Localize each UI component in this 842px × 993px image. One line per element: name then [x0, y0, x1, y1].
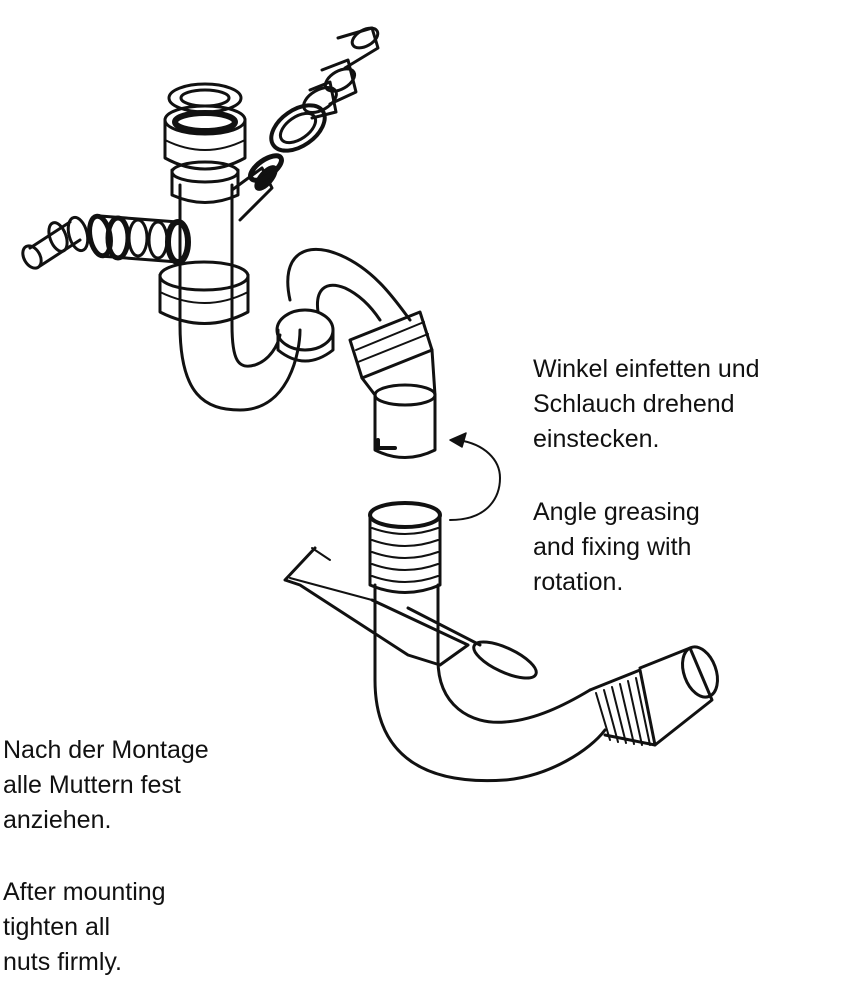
top-nut [163, 118, 247, 171]
small-washer [248, 153, 284, 183]
caption-line: and fixing with [533, 533, 692, 561]
union-nut [269, 103, 327, 153]
caption-line: Angle greasing [533, 498, 700, 526]
upper-trap-u-bend [178, 323, 302, 412]
left-hose-connector [21, 213, 191, 270]
caption-line: alle Muttern fest [3, 771, 181, 799]
hose-bend [373, 583, 607, 783]
caption-line: rotation. [533, 568, 624, 596]
float [406, 606, 482, 647]
hose-end-sleeve [638, 646, 714, 747]
body-nut [158, 273, 250, 325]
caption-line: anziehen. [3, 806, 112, 834]
caption-line: Schlauch drehend [533, 390, 735, 418]
caption-mount-english: After mounting tighten all nuts firmly. [3, 875, 166, 980]
caption-line: After mounting [3, 878, 166, 906]
caption-line: tighten all [3, 913, 111, 941]
caption-line: Nach der Montage [3, 736, 209, 764]
angle-spigot [373, 393, 437, 459]
caption-grease-german: Winkel einfetten und Schlauch drehend ei… [533, 352, 760, 457]
caption-line: einstecken. [533, 425, 660, 453]
caption-line: nuts firmly. [3, 948, 122, 976]
overflow-wire [283, 546, 470, 667]
hose-threaded-coupling [588, 668, 657, 747]
lower-hose [283, 501, 719, 783]
upper-angle [275, 247, 437, 459]
vertical-body [178, 183, 234, 327]
upper-trap [158, 82, 302, 412]
top-right-parts [248, 26, 380, 183]
hose-nipple [308, 26, 380, 120]
angle-nut [348, 310, 434, 380]
caption-mount-german: Nach der Montage alle Muttern fest anzie… [3, 733, 209, 838]
caption-line: Winkel einfetten und [533, 355, 760, 383]
caption-grease-english: Angle greasing and fixing with rotation. [533, 495, 700, 600]
curved-arrow-icon [449, 432, 501, 521]
